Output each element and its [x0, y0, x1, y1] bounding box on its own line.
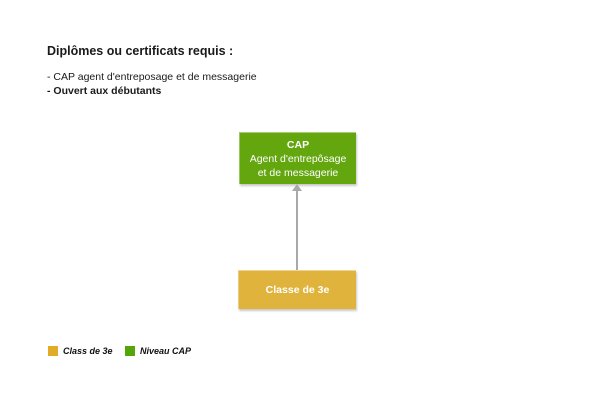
cap-node-subtitle-line1: Agent d'entrepôsage	[249, 152, 347, 165]
page-title: Diplômes ou certificats requis :	[47, 44, 234, 58]
requirements-list: - CAP agent d'entreposage et de messager…	[47, 71, 257, 98]
legend-label-niveau-cap: Niveau CAP	[140, 346, 192, 356]
diagram-node-classe-3e: Classe de 3e	[238, 270, 356, 309]
cap-node-subtitle-line2: et de messagerie	[257, 166, 339, 179]
arrow-connector-line	[296, 190, 298, 270]
legend: Class de 3e Niveau CAP	[0, 346, 600, 360]
legend-swatch-yellow	[48, 346, 58, 356]
classe-node-label: Classe de 3e	[265, 284, 330, 296]
legend-label-classe-3e: Class de 3e	[63, 346, 113, 356]
arrow-up-icon	[292, 184, 302, 191]
legend-item-classe-3e: Class de 3e	[48, 346, 113, 356]
requirement-item-cap: - CAP agent d'entreposage et de messager…	[47, 71, 257, 83]
legend-item-niveau-cap: Niveau CAP	[125, 346, 191, 356]
cap-node-title: CAP	[286, 138, 310, 151]
requirement-item-debutants: - Ouvert aux débutants	[47, 84, 162, 97]
legend-swatch-green	[125, 346, 135, 356]
diagram-node-cap: CAP Agent d'entrepôsage et de messagerie	[239, 132, 356, 184]
